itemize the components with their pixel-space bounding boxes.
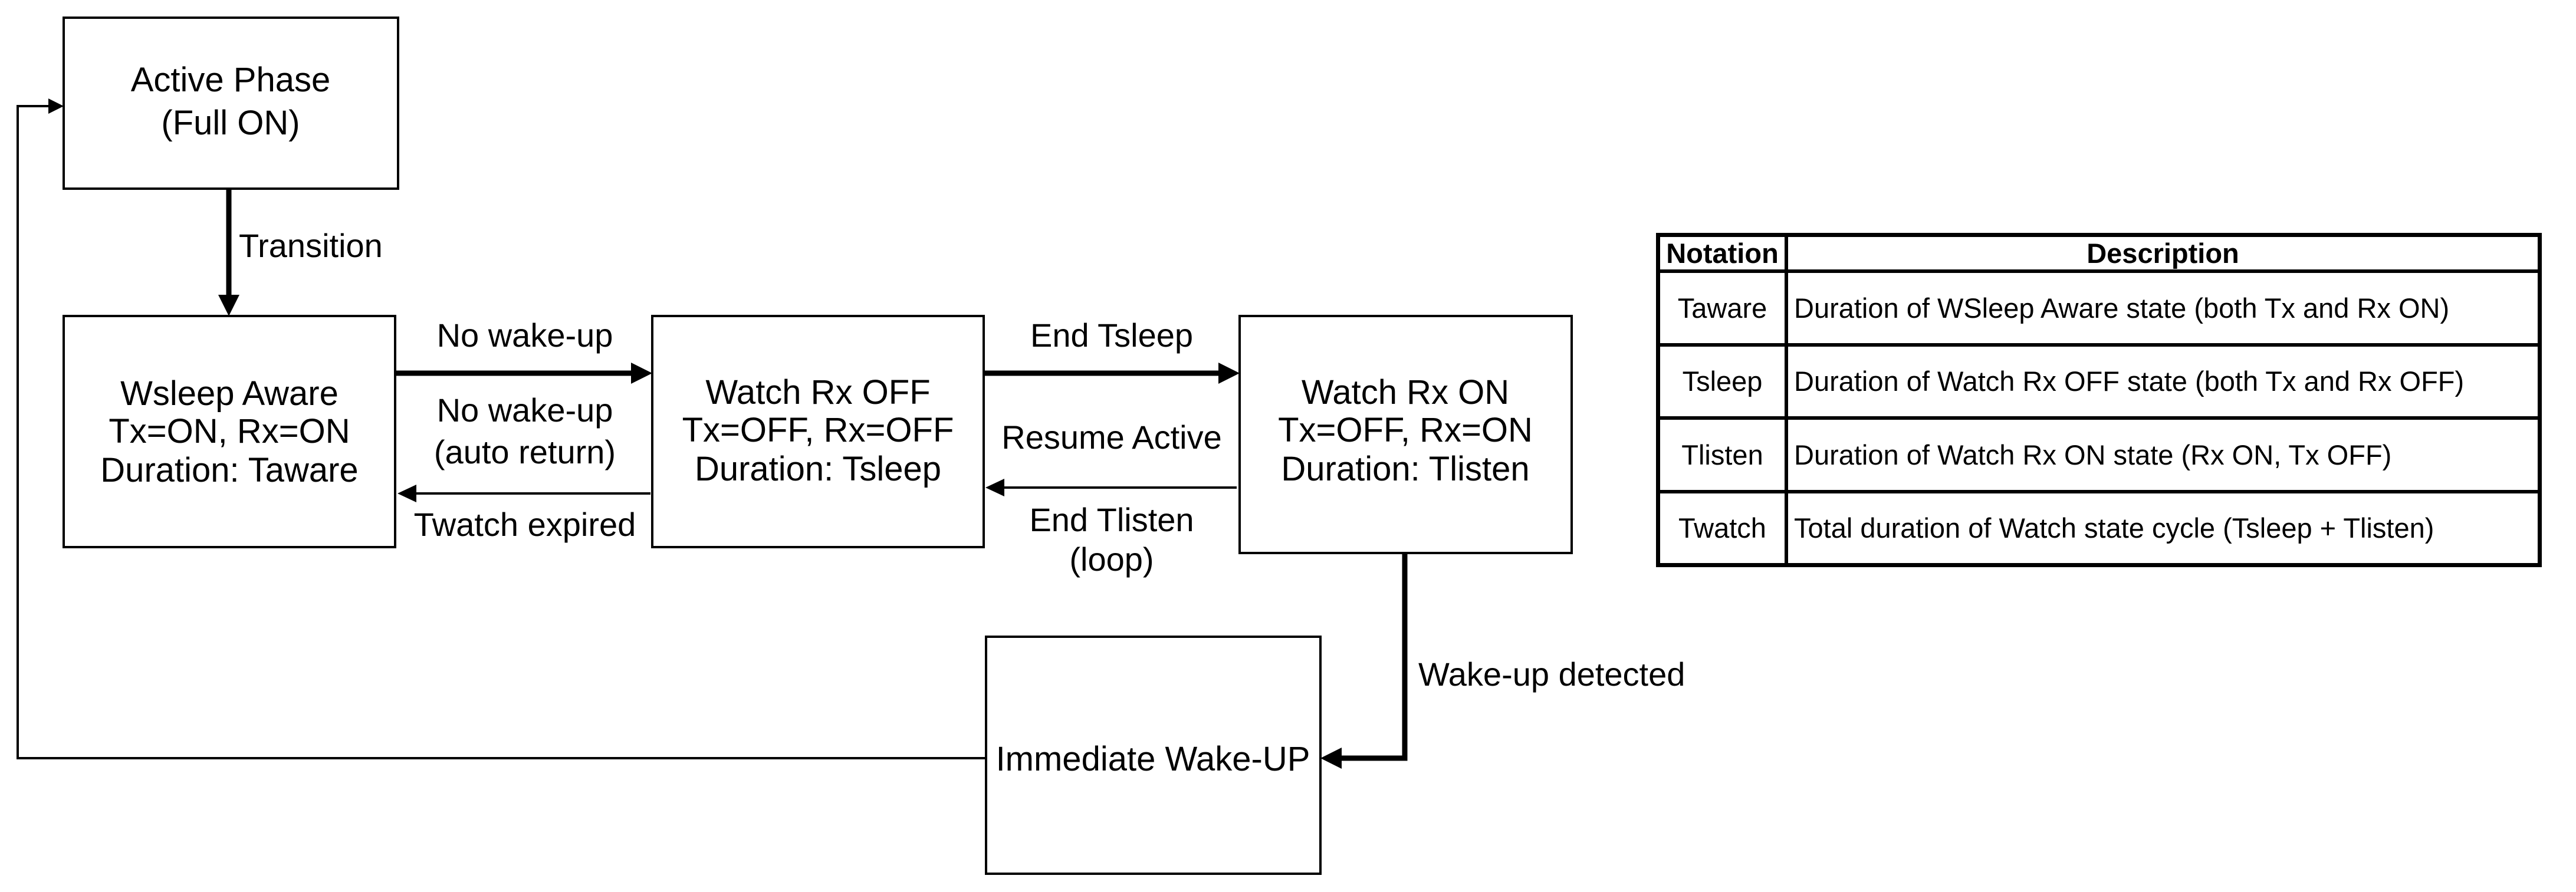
label-no-wakeup-auto-1: No wake-up (437, 391, 613, 429)
connectors (17, 98, 1408, 769)
label-twatch-expired: Twatch expired (414, 506, 636, 543)
state-rxoff-line3: Duration: Tsleep (695, 450, 941, 488)
notation-cell: Taware (1658, 271, 1786, 345)
state-aware-line2: Tx=ON, Rx=ON (109, 412, 350, 450)
state-watch-rx-on (1238, 315, 1573, 554)
table-row: Tsleep Duration of Watch Rx OFF state (b… (1658, 344, 2539, 418)
label-resume-active: Resume Active (1001, 419, 1222, 456)
notation-cell: Tsleep (1658, 344, 1786, 418)
state-aware-line1: Wsleep Aware (120, 374, 339, 413)
state-rxoff-line1: Watch Rx OFF (705, 373, 930, 412)
arrow-wakeup-detected (1336, 553, 1408, 761)
label-wakeup-detected: Wake-up detected (1418, 656, 1685, 693)
table-row: Twatch Total duration of Watch state cyc… (1658, 491, 2539, 565)
notation-cell: Twatch (1658, 491, 1786, 565)
label-no-wakeup: No wake-up (437, 317, 613, 354)
label-no-wakeup-auto-2: (auto return) (434, 433, 616, 470)
table-row: Taware Duration of WSleep Aware state (b… (1658, 271, 2539, 345)
state-rxon-line3: Duration: Tlisten (1281, 450, 1529, 488)
label-end-tlisten-2: (loop) (1069, 541, 1154, 578)
table-row: Tlisten Duration of Watch Rx ON state (R… (1658, 418, 2539, 492)
state-rxon-line1: Watch Rx ON (1302, 373, 1509, 412)
arrow-back-to-active (17, 105, 986, 759)
arrowhead-no-wakeup (631, 363, 652, 384)
header-description: Description (1786, 235, 2539, 271)
label-end-tlisten-1: End Tlisten (1029, 501, 1194, 538)
state-wsleep-aware (63, 315, 396, 548)
arrowhead-wakeup-detected (1320, 748, 1342, 769)
state-active-line1: Active Phase (131, 61, 331, 99)
description-cell: Duration of Watch Rx ON state (Rx ON, Tx… (1786, 418, 2539, 492)
arrowhead-back-to-active (48, 98, 64, 114)
arrowhead-twatch-expired (397, 485, 416, 502)
state-watch-rx-off (651, 315, 985, 548)
state-active-phase (63, 17, 399, 190)
description-cell: Duration of Watch Rx OFF state (both Tx … (1786, 344, 2539, 418)
label-transition: Transition (239, 227, 383, 264)
arrowhead-end-tsleep (1218, 363, 1240, 384)
state-rxon-line2: Tx=OFF, Rx=ON (1278, 411, 1533, 449)
header-notation: Notation (1658, 235, 1786, 271)
state-immediate-wakeup (985, 636, 1322, 875)
description-cell: Duration of WSleep Aware state (both Tx … (1786, 271, 2539, 345)
state-wakeup-line1: Immediate Wake-UP (996, 740, 1310, 778)
state-aware-line3: Duration: Taware (100, 451, 358, 489)
description-cell: Total duration of Watch state cycle (Tsl… (1786, 491, 2539, 565)
table-header-row: Notation Description (1658, 235, 2539, 271)
label-end-tsleep: End Tsleep (1030, 317, 1193, 354)
state-rxoff-line2: Tx=OFF, Rx=OFF (682, 411, 954, 449)
arrowhead-end-tlisten (985, 479, 1004, 496)
notation-table: Notation Description Taware Duration of … (1656, 233, 2542, 567)
state-active-line2: (Full ON) (161, 104, 300, 142)
notation-cell: Tlisten (1658, 418, 1786, 492)
arrowhead-transition (218, 295, 239, 316)
